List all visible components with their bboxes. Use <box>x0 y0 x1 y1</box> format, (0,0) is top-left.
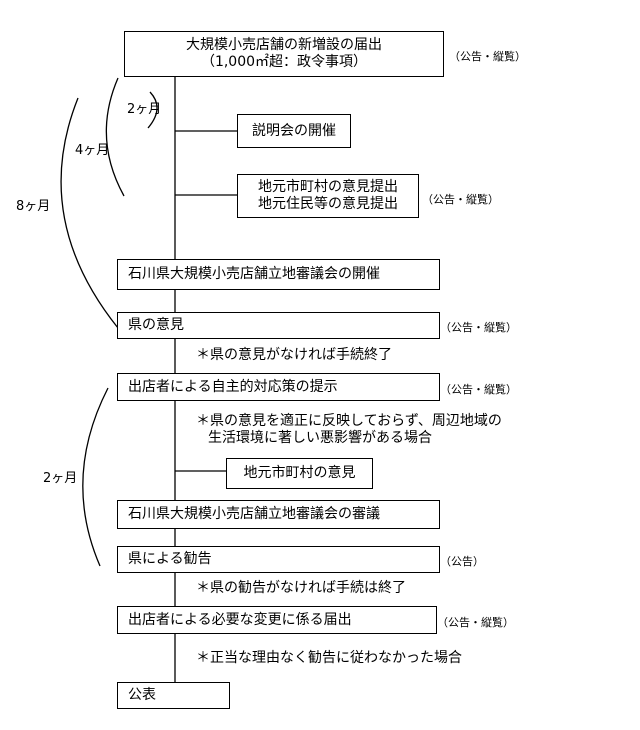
step-recommendation-label: 県による勧告 <box>128 551 212 567</box>
note-not-reflected: ＊県の意見を適正に反映しておらず、周辺地域の 生活環境に著しい悪影響がある場合 <box>196 413 502 447</box>
step-pref-opinion: 県の意見 <box>117 312 440 339</box>
step-voluntary: 出店者による自主的対応策の提示 <box>117 373 440 401</box>
note-not-reflected-line1: ＊県の意見を適正に反映しておらず、周辺地域の <box>196 413 502 429</box>
step-notification-line1: 大規模小売店舗の新増設の届出 <box>186 37 382 53</box>
bracket-two-months-bottom <box>82 387 109 567</box>
step-council-1-label: 石川県大規模小売店舗立地審議会の開催 <box>128 266 380 282</box>
step-council-2-label: 石川県大規模小売店舗立地審議会の審議 <box>128 506 380 522</box>
step-briefing: 説明会の開催 <box>237 114 351 148</box>
tag-opinions: （公告・縦覧） <box>422 193 499 206</box>
note-not-reflected-line2: 生活環境に著しい悪影響がある場合 <box>208 430 432 446</box>
tag-change-notice: （公告・縦覧） <box>437 616 514 629</box>
step-council-2: 石川県大規模小売店舗立地審議会の審議 <box>117 500 440 529</box>
step-change-notice-label: 出店者による必要な変更に係る届出 <box>128 611 352 628</box>
step-pref-opinion-label: 県の意見 <box>128 317 184 333</box>
duration-four-months: 4ヶ月 <box>75 143 110 158</box>
step-notification-line2: （1,000㎡超：政令事項） <box>200 54 368 70</box>
step-opinions-line2: 地元住民等の意見提出 <box>258 196 398 212</box>
step-change-notice: 出店者による必要な変更に係る届出 <box>117 606 437 634</box>
note-no-recommendation: ＊県の勧告がなければ手続は終了 <box>196 580 406 596</box>
step-notification: 大規模小売店舗の新増設の届出 （1,000㎡超：政令事項） <box>124 31 444 77</box>
step-recommendation: 県による勧告 <box>117 546 440 573</box>
duration-two-months-bottom: 2ヶ月 <box>43 471 78 486</box>
tag-pref-opinion: （公告・縦覧） <box>440 321 517 334</box>
note-no-opinion: ＊県の意見がなければ手続終了 <box>196 347 392 363</box>
step-council-1: 石川県大規模小売店舗立地審議会の開催 <box>117 259 440 290</box>
bracket-eight-months <box>60 97 119 329</box>
bracket-four-months <box>105 77 125 197</box>
note-no-compliance: ＊正当な理由なく勧告に従わなかった場合 <box>196 650 462 666</box>
step-muni-opinion: 地元市町村の意見 <box>226 458 373 489</box>
tag-recommendation: （公告） <box>440 555 484 568</box>
step-briefing-label: 説明会の開催 <box>252 122 336 139</box>
tag-voluntary: （公告・縦覧） <box>440 383 517 396</box>
step-muni-opinion-label: 地元市町村の意見 <box>243 465 356 481</box>
step-voluntary-label: 出店者による自主的対応策の提示 <box>128 378 338 395</box>
step-public-label: 公表 <box>128 687 156 703</box>
duration-eight-months: 8ヶ月 <box>16 199 51 214</box>
step-public: 公表 <box>117 682 230 709</box>
step-opinions-line1: 地元市町村の意見提出 <box>258 179 398 195</box>
step-opinions: 地元市町村の意見提出 地元住民等の意見提出 <box>237 174 419 218</box>
duration-two-months-top: 2ヶ月 <box>127 102 162 117</box>
tag-notification: （公告・縦覧） <box>449 50 526 63</box>
bracket-two-months-top <box>147 91 158 129</box>
